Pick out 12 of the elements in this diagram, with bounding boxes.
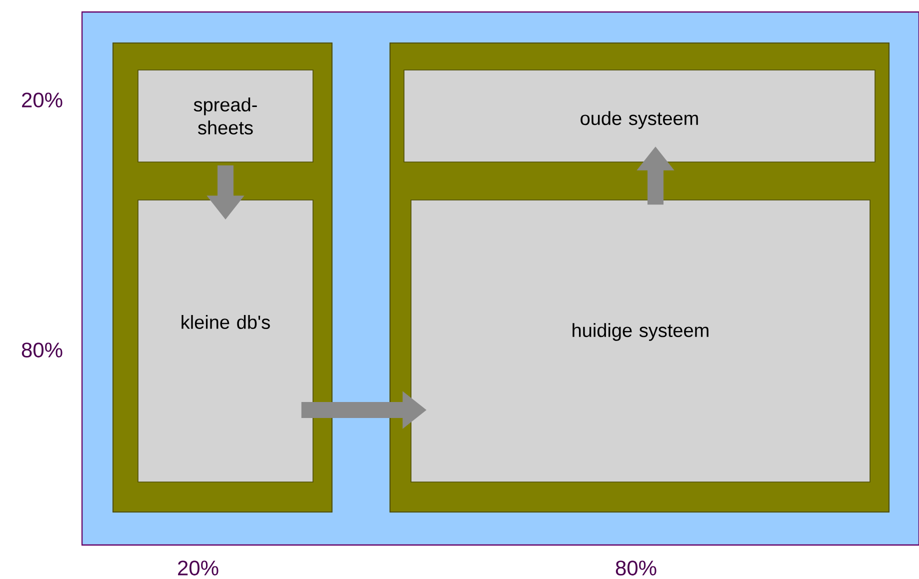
system-box (404, 70, 876, 162)
system-box (138, 200, 314, 482)
box-label: kleine db's (182, 315, 270, 329)
percentage-label: 20% (22, 92, 62, 108)
percentage-label: 80% (616, 560, 656, 576)
box-label: oude systeem (580, 111, 698, 129)
box-label: spread- sheets (194, 98, 257, 134)
system-box (410, 200, 870, 482)
system-box (138, 70, 314, 162)
percentage-label: 20% (178, 560, 218, 576)
percentage-label: 80% (22, 342, 62, 358)
box-label: huidige systeem (572, 323, 708, 341)
